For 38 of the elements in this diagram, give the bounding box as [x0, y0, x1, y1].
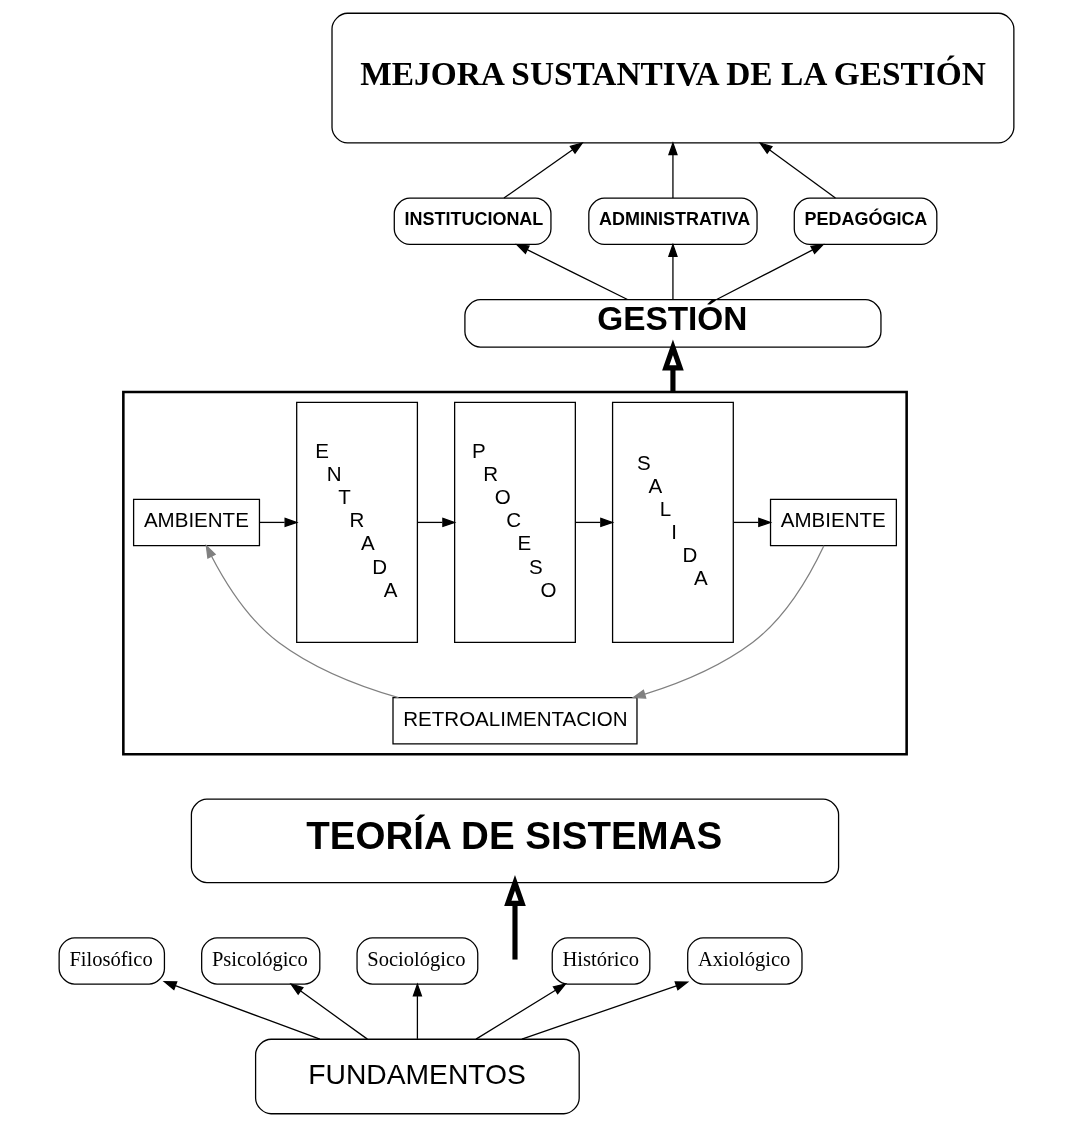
- arrow: [475, 983, 568, 1040]
- arrow: [716, 243, 825, 301]
- arrow: [259, 517, 299, 528]
- arrow: [515, 243, 629, 301]
- node-box: Filosófico: [58, 937, 166, 985]
- node-box: P R O C E S O: [454, 401, 576, 644]
- arrow: [668, 242, 678, 301]
- arrow: [662, 339, 684, 393]
- arrow: [521, 981, 690, 1040]
- arrow: [416, 517, 457, 528]
- node-box: MEJORA SUSTANTIVA DE LA GESTIÓN: [331, 12, 1015, 144]
- node-box: INSTITUCIONAL: [393, 197, 552, 246]
- node-box: Histórico: [551, 937, 651, 985]
- node-box: AMBIENTE: [132, 498, 261, 547]
- arrow: [412, 982, 423, 1040]
- node-box: GESTIÓN: [464, 299, 882, 348]
- node-box: AMBIENTE: [769, 498, 897, 547]
- arrow: [668, 141, 678, 199]
- arrow: [205, 544, 400, 699]
- arrow: [733, 517, 773, 528]
- node-box: FUNDAMENTOS: [254, 1038, 580, 1115]
- node-box: ADMINISTRATIVA: [588, 197, 758, 246]
- arrow: [504, 875, 526, 960]
- arrow: [574, 517, 615, 528]
- node-box: Sociológico: [356, 937, 479, 985]
- arrow: [631, 545, 825, 699]
- node-box: E N T R A D A: [296, 401, 419, 644]
- node-box: PEDAGÓGICA: [793, 197, 938, 246]
- arrow: [289, 983, 369, 1040]
- node-box: Psicológico: [201, 937, 321, 985]
- node-box: S A L I D A: [611, 401, 734, 644]
- cluster: [122, 390, 908, 756]
- node-box: RETROALIMENTACION: [392, 697, 638, 745]
- node-box: TEORÍA DE SISTEMAS: [190, 798, 840, 884]
- node-box: Axiológico: [687, 937, 803, 985]
- arrow: [758, 141, 837, 199]
- arrow: [162, 981, 321, 1040]
- arrow: [503, 142, 584, 199]
